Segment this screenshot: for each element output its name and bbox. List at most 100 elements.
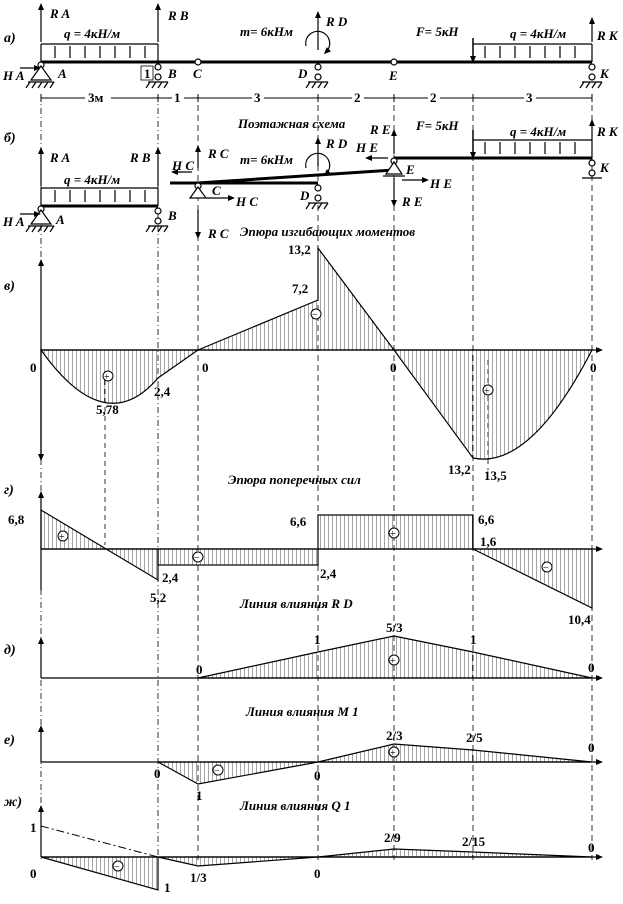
svg-text:6,8: 6,8 bbox=[8, 512, 25, 527]
label-q1: q = 4кН/м bbox=[64, 26, 120, 41]
distributed-load-a1 bbox=[40, 43, 159, 62]
svg-text:−: − bbox=[114, 862, 120, 873]
svg-text:13,2: 13,2 bbox=[448, 462, 471, 477]
dimension-line bbox=[40, 94, 593, 102]
label-b-a: A bbox=[55, 212, 65, 227]
svg-text:0: 0 bbox=[590, 360, 597, 375]
label-b-he-right: H E bbox=[429, 176, 452, 191]
svg-text:+: + bbox=[390, 748, 396, 759]
label-b-b: B bbox=[167, 208, 177, 223]
section-1-box bbox=[140, 65, 154, 81]
label-b-q1: q = 4кН/м bbox=[64, 172, 120, 187]
support-a-icon bbox=[25, 61, 55, 89]
svg-text:2/15: 2/15 bbox=[462, 834, 486, 849]
label-rk: R K bbox=[596, 28, 619, 43]
il-m1-diagram: е) Линия влияния M 1 − + 0 1 0 2/3 2/5 0 bbox=[4, 704, 603, 803]
il-q1-title: Линия влияния Q 1 bbox=[239, 798, 350, 813]
label-section-1: 1 bbox=[144, 66, 151, 81]
svg-text:7,2: 7,2 bbox=[292, 281, 308, 296]
label-e: E bbox=[388, 68, 398, 83]
svg-text:2,4: 2,4 bbox=[162, 570, 179, 585]
label-b-rb: R B bbox=[129, 150, 151, 165]
label-rd: R D bbox=[325, 14, 348, 29]
support-b-b-icon bbox=[145, 207, 169, 233]
label-b-re-bot: R E bbox=[401, 194, 423, 209]
label-q2: q = 4кН/м bbox=[510, 26, 566, 41]
svg-text:6,6: 6,6 bbox=[478, 512, 495, 527]
row-label-g: г) bbox=[4, 483, 14, 498]
scheme-a: а) bbox=[2, 3, 619, 105]
svg-text:0: 0 bbox=[390, 360, 397, 375]
svg-text:2/9: 2/9 bbox=[384, 830, 401, 845]
svg-text:0: 0 bbox=[314, 866, 321, 881]
svg-text:1: 1 bbox=[196, 788, 203, 803]
svg-text:0: 0 bbox=[154, 766, 161, 781]
label-b-c: C bbox=[212, 183, 221, 198]
svg-text:−: − bbox=[214, 766, 220, 777]
svg-text:+: + bbox=[59, 532, 65, 543]
label-ha: H A bbox=[2, 68, 25, 83]
svg-text:0: 0 bbox=[30, 360, 37, 375]
svg-text:+: + bbox=[104, 372, 110, 383]
svg-text:1/3: 1/3 bbox=[190, 870, 207, 885]
label-k: K bbox=[599, 66, 610, 81]
span-3: 3 bbox=[254, 90, 261, 105]
svg-text:2,4: 2,4 bbox=[154, 384, 171, 399]
support-c-b-icon bbox=[188, 182, 208, 199]
floor-scheme-title: Поэтажная схема bbox=[237, 116, 346, 131]
svg-text:0: 0 bbox=[314, 768, 321, 783]
label-d: D bbox=[297, 66, 308, 81]
svg-text:2/5: 2/5 bbox=[466, 730, 483, 745]
support-d-icon bbox=[305, 63, 329, 89]
span-4: 2 bbox=[354, 90, 361, 105]
svg-text:1: 1 bbox=[164, 880, 171, 895]
svg-text:13,5: 13,5 bbox=[484, 468, 507, 483]
label-rb: R B bbox=[167, 8, 189, 23]
label-b-k: K bbox=[599, 160, 610, 175]
label-b-rd: R D bbox=[325, 136, 348, 151]
span-6: 3 bbox=[526, 90, 533, 105]
label-a: A bbox=[57, 66, 67, 81]
label-b-d: D bbox=[299, 188, 310, 203]
moment-title: Эпюра изгибающих моментов bbox=[240, 224, 415, 239]
row-label-b: б) bbox=[4, 131, 16, 146]
svg-text:+: + bbox=[390, 656, 396, 667]
svg-text:6,6: 6,6 bbox=[290, 514, 307, 529]
row-label-zh: ж) bbox=[4, 795, 22, 810]
row-label-v: в) bbox=[4, 279, 15, 294]
svg-text:−: − bbox=[312, 310, 318, 321]
il-q1-diagram: ж) Линия влияния Q 1 − 1 0 1 1/3 0 2/9 2… bbox=[4, 795, 603, 895]
svg-text:1: 1 bbox=[470, 632, 477, 647]
il-rd-title: Линия влияния R D bbox=[239, 596, 353, 611]
label-b-rk: R K bbox=[596, 124, 619, 139]
support-k-b-icon bbox=[582, 159, 602, 179]
svg-text:2/3: 2/3 bbox=[386, 728, 403, 743]
svg-text:0: 0 bbox=[202, 360, 209, 375]
label-b-ra: R A bbox=[49, 150, 70, 165]
support-d-b-icon bbox=[305, 184, 329, 210]
moment-arc bbox=[305, 30, 331, 55]
svg-text:5,78: 5,78 bbox=[96, 402, 119, 417]
label-b-rc-bot: R C bbox=[207, 226, 229, 241]
span-2: 1 bbox=[174, 90, 181, 105]
shear-diagram: г) Эпюра поперечных сил + − + − 6,8 2,4 … bbox=[4, 472, 603, 627]
label-b-f: F= 5кН bbox=[415, 118, 459, 133]
row-label-a: а) bbox=[4, 31, 16, 46]
shear-title: Эпюра поперечных сил bbox=[228, 472, 361, 487]
svg-text:5,2: 5,2 bbox=[150, 590, 166, 605]
label-b-he-left: H E bbox=[355, 140, 378, 155]
distributed-load-a2 bbox=[473, 43, 593, 62]
svg-text:+: + bbox=[484, 386, 490, 397]
label-c: C bbox=[193, 66, 202, 81]
svg-text:0: 0 bbox=[30, 866, 37, 881]
label-b-m: m= 6кНм bbox=[240, 152, 293, 167]
label-m: m= 6кНм bbox=[240, 24, 293, 39]
label-b: B bbox=[167, 66, 177, 81]
svg-text:0: 0 bbox=[588, 660, 595, 675]
hinge-e-icon bbox=[390, 58, 398, 66]
svg-text:−: − bbox=[194, 553, 200, 564]
hinge-c-icon bbox=[194, 58, 202, 66]
label-b-hc-left: H C bbox=[171, 158, 194, 173]
svg-text:0: 0 bbox=[588, 840, 595, 855]
